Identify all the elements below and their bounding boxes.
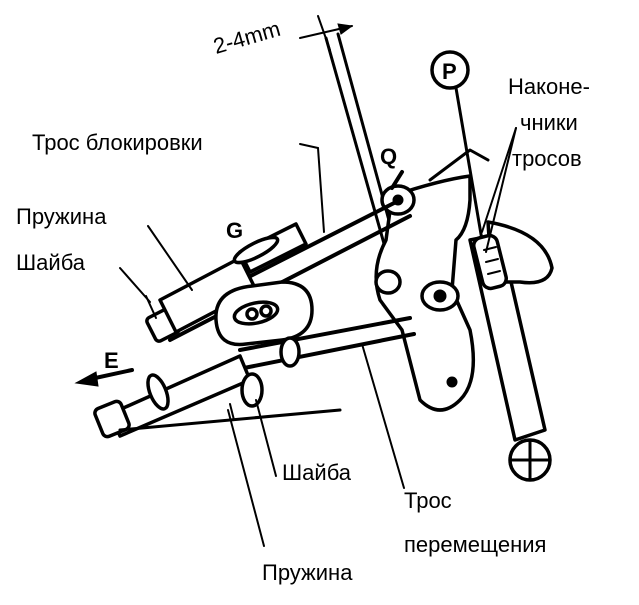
spring-mark	[229, 403, 235, 421]
leader-washer-upper	[119, 267, 151, 303]
dimension-label: 2-4mm	[210, 16, 283, 59]
leader-spring-lower	[227, 409, 265, 547]
label-spring-lower: Пружина	[262, 560, 353, 585]
lock-washer-g	[232, 235, 280, 265]
main-lever	[468, 220, 554, 482]
bracket-top-edge	[428, 148, 490, 182]
pivot-pin	[374, 269, 402, 295]
label-lock-cable: Трос блокировки	[32, 130, 203, 155]
lock-cable-lower-line	[168, 214, 412, 342]
lever-q-letter: Q	[380, 144, 397, 169]
sleeve-ring-2	[485, 258, 499, 263]
bracket-hole	[446, 376, 458, 388]
leader-spring-upper	[147, 225, 193, 291]
label-cable-ends-line2: чники	[520, 110, 578, 135]
shift-cable-lower-line	[242, 332, 416, 370]
shift-cable-collar	[279, 336, 301, 368]
lock-cable: G	[145, 198, 412, 343]
lower-bolt-center	[433, 289, 447, 303]
slot-pin-1	[245, 307, 259, 321]
leader-cable-ends-1	[481, 127, 517, 233]
leader-washer-lower	[255, 399, 277, 477]
lever-p: P	[430, 50, 484, 242]
label-washer-upper: Шайба	[16, 250, 86, 275]
shift-cable-upper-line	[238, 316, 412, 352]
label-cable-ends-line1: Наконе-	[508, 74, 590, 99]
label-cable-ends-line3: тросов	[512, 146, 582, 171]
slotted-link	[214, 280, 314, 347]
lever-p-circle	[430, 50, 470, 90]
leader-cable-ends-2	[485, 127, 517, 253]
slot-pin-2	[259, 304, 273, 318]
letter-g: G	[226, 218, 243, 243]
lever-p-line	[454, 86, 484, 242]
label-shift-cable-line2: перемещения	[404, 532, 546, 557]
label-shift-cable-line1: Трос	[404, 488, 452, 513]
label-spring-upper: Пружина	[16, 204, 107, 229]
leader-lines	[119, 127, 517, 547]
leader-lock-cable-v	[317, 147, 325, 233]
lever-p-letter: P	[442, 59, 457, 84]
dimension-arrow-right	[337, 23, 354, 35]
leader-shift-cable	[361, 343, 405, 489]
shift-cable-nut	[146, 373, 170, 411]
lever-q-arrow	[390, 170, 404, 190]
lower-bolt	[374, 269, 460, 312]
label-washer-lower: Шайба	[282, 460, 352, 485]
shift-cable-end-cap	[93, 399, 131, 439]
lower-washer	[240, 372, 264, 408]
shift-cable	[93, 316, 416, 439]
direction-e: E	[74, 348, 134, 387]
leader-lock-cable-h	[299, 143, 319, 149]
sleeve-ring-3	[487, 270, 501, 275]
letter-e: E	[104, 348, 119, 373]
arrow-e-head	[74, 371, 99, 387]
